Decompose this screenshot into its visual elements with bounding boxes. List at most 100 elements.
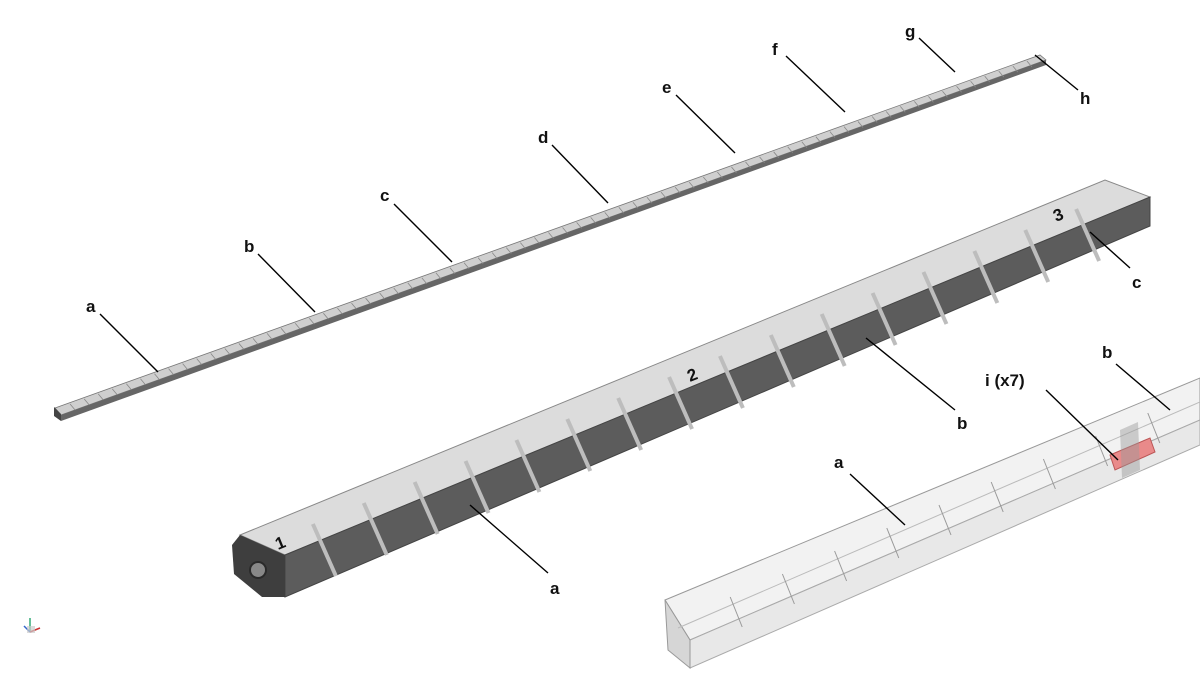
cell-divider [266,333,273,340]
cell-divider [899,106,906,113]
cell-divider [562,227,568,234]
axis-triad-icon [23,618,41,633]
cell-divider [886,527,900,559]
cell-divider [773,151,779,159]
cell-divider [1012,65,1019,73]
cell-divider [1023,229,1051,283]
cell-divider [210,353,217,360]
cell-divider [351,302,357,310]
cell-divider [956,86,962,93]
cell-divider [182,363,188,370]
cell-divider [885,111,892,118]
cell-divider [196,358,203,365]
cell-divider [834,550,848,582]
cell-divider [576,222,582,229]
cell-divider [604,212,611,219]
cell-divider [154,373,160,380]
cell-divider [815,136,822,143]
middle-rail-callouts: a b c [469,231,1141,598]
cell-divider [126,383,132,391]
cell-divider [379,292,385,300]
cell-divider [111,388,118,396]
label-top-a: a [86,297,96,316]
cell-divider [717,171,723,179]
cell-divider [1042,458,1056,490]
cell-divider [660,191,667,199]
label-bottom-i: i (x7) [985,371,1025,390]
cell-divider [618,207,625,214]
cell-divider [745,161,751,169]
cell-divider [280,328,287,335]
cell-divider [365,297,371,305]
cell-divider [463,460,491,514]
label-bottom-a: a [834,453,844,472]
cell-divider [843,126,850,133]
cell-divider [308,317,315,325]
cell-divider [83,398,90,406]
cell-divider [1074,208,1101,262]
cell-divider [829,131,836,138]
cell-divider [921,271,949,325]
cell-divider [914,101,920,108]
cell-divider [998,70,1005,78]
bottom-rail-transparent [664,377,1200,670]
cell-divider [702,176,709,184]
pin-part-i [1109,422,1156,478]
top-rail-callouts: a b c d e f g h [86,22,1090,373]
label-middle-b: b [957,414,967,433]
cell-divider [477,257,484,264]
cell-divider [972,250,1000,304]
cell-divider [514,439,542,493]
cell-divider [311,523,338,577]
label-top-g: g [905,22,915,41]
cell-divider [421,277,428,285]
label-middle-c: c [1132,273,1141,292]
cell-divider [449,267,456,275]
cell-divider [990,481,1004,513]
label-middle-a: a [550,579,560,598]
cell-divider [616,397,644,451]
cell-divider [871,116,878,123]
cell-divider [1026,60,1033,68]
cell-divider [801,141,808,148]
cell-divider [407,282,414,290]
cell-divider [729,596,743,628]
cell-divider [505,247,512,254]
cell-divider [168,368,174,375]
cell-divider [870,292,898,346]
cell-divider [393,287,400,295]
label-top-h: h [1080,89,1090,108]
cell-divider [337,307,343,315]
bottom-rail-callouts: a b i (x7) [834,343,1171,526]
cell-divider [938,504,952,536]
cell-divider [238,343,245,350]
cell-divider [781,573,795,605]
cell-divider [970,80,976,88]
cell-divider [463,262,470,270]
cell-divider [252,338,259,345]
cell-divider [857,121,864,128]
cell-divider [548,232,554,239]
cell-divider [646,196,653,204]
cell-divider [97,393,104,401]
label-top-b: b [244,237,254,256]
cell-divider [942,91,948,98]
cell-divider [140,378,146,385]
top-rail [54,54,1047,421]
cell-divider [412,481,440,535]
cell-divider [520,242,526,249]
cell-divider [565,418,593,472]
label-top-e: e [662,78,671,97]
cell-divider [759,156,765,164]
cell-divider [590,217,597,224]
cell-divider [667,376,694,430]
cell-divider [731,166,737,174]
cell-divider [688,181,695,189]
cell-divider [361,502,389,556]
cell-divider [787,146,794,154]
cell-divider [1147,412,1161,444]
cell-divider [674,186,681,194]
cell-divider [534,237,540,244]
